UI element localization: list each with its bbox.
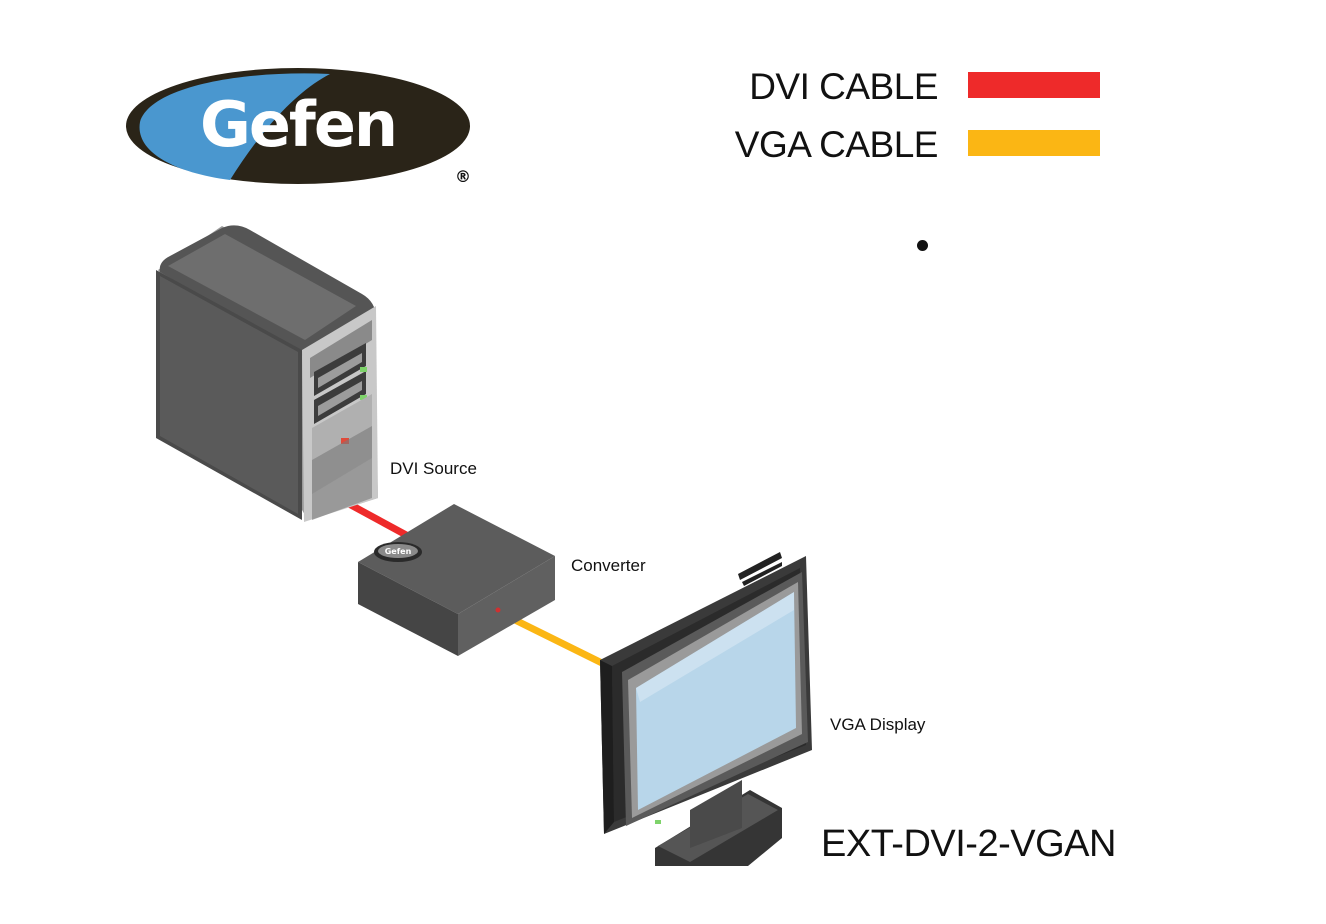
vga-cable bbox=[513, 616, 608, 669]
vga-display-label: VGA Display bbox=[830, 715, 926, 734]
dvi-source-label: DVI Source bbox=[390, 459, 477, 478]
converter-label: Converter bbox=[571, 556, 646, 575]
logo-registered-mark: ® bbox=[455, 167, 471, 186]
monitor-icon bbox=[600, 552, 812, 866]
model-number: EXT-DVI-2-VGAN bbox=[821, 823, 1116, 865]
computer-tower-icon bbox=[156, 225, 378, 522]
legend-dvi-label: DVI CABLE bbox=[749, 66, 938, 107]
legend-dvi-swatch bbox=[968, 72, 1100, 98]
converter-badge-text: Gefen bbox=[385, 547, 412, 556]
legend-vga-swatch bbox=[968, 130, 1100, 156]
logo-ellipse-blue bbox=[139, 73, 330, 180]
logo-brand-text: Gefen bbox=[200, 88, 396, 161]
dot-marker bbox=[917, 240, 928, 251]
gefen-logo: Gefen ® bbox=[126, 68, 471, 186]
converter-box-icon: Gefen bbox=[358, 504, 555, 656]
legend-vga-label: VGA CABLE bbox=[734, 124, 939, 165]
